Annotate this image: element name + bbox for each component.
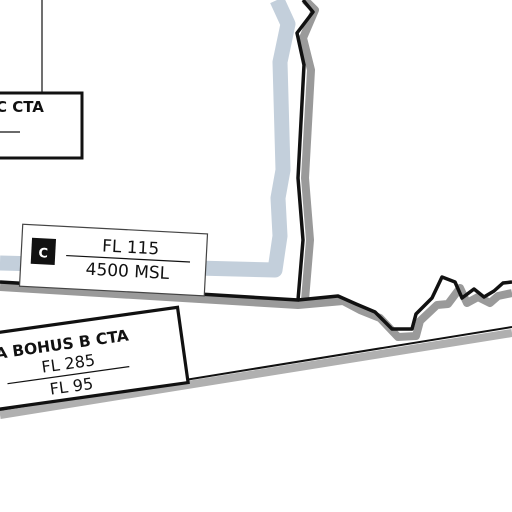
bohus-b-cta-label: A BOHUS B CTA FL 285 FL 95 <box>0 305 190 415</box>
class-c-altitude-label: C FL 115 4500 MSL <box>18 223 209 297</box>
lower-boundary-shadow <box>0 329 512 419</box>
class-c-lower-limit: 4500 MSL <box>85 260 170 284</box>
class-c-upper-limit: FL 115 <box>102 236 160 259</box>
class-c-badge <box>30 237 57 265</box>
cta-boundary-shadow <box>299 0 319 301</box>
airspace-band <box>0 0 296 278</box>
border-shadow <box>0 283 512 341</box>
cta-boundary-line <box>0 0 315 302</box>
top-left-cta-name: C CTA <box>0 98 44 116</box>
border-line <box>297 275 512 331</box>
top-left-cta-label: C CTA <box>0 91 84 160</box>
class-c-letter: C <box>38 246 48 261</box>
